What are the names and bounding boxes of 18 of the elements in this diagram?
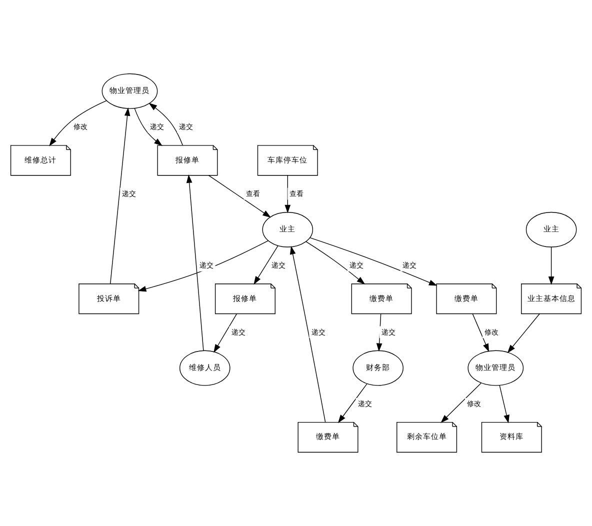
arrow xyxy=(138,240,269,292)
arrow xyxy=(284,175,291,214)
arrow xyxy=(310,237,438,286)
arrow xyxy=(134,108,162,146)
arrow xyxy=(186,174,204,351)
arrow xyxy=(254,245,278,285)
arrow xyxy=(208,175,271,218)
arrow xyxy=(499,385,510,424)
arrow xyxy=(110,108,130,284)
arrow xyxy=(290,246,326,422)
arrow xyxy=(440,382,482,423)
arrow xyxy=(472,314,490,352)
arrow xyxy=(214,314,237,353)
arrow xyxy=(49,100,107,146)
arrow xyxy=(507,314,540,354)
arrow xyxy=(338,383,368,424)
arrow xyxy=(376,314,382,352)
arrow xyxy=(548,246,554,285)
